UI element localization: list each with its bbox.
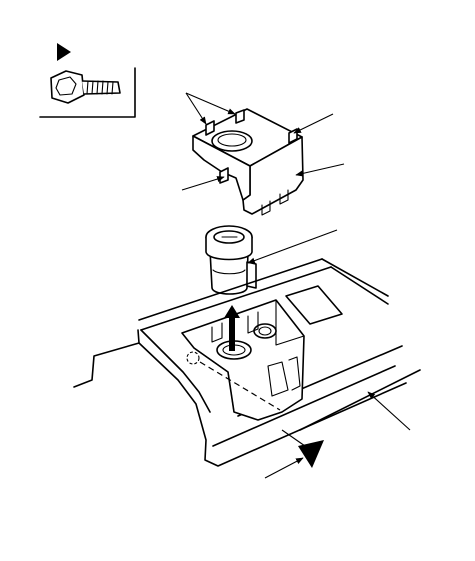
mounting-base: [73, 258, 421, 467]
arrow-right-icon: [57, 43, 71, 61]
leader-lines: [181, 92, 411, 479]
arrow-pointer-icon: [298, 440, 324, 468]
lock-bracket: [192, 108, 304, 216]
callout-frame: [39, 67, 136, 118]
arrow-up-icon: [224, 305, 240, 351]
flange-bolt-icon: [50, 70, 121, 104]
hole-hidden: [186, 351, 200, 365]
bolt-callout: [39, 43, 136, 118]
lock-cylinder: [205, 225, 257, 295]
guide-line: [281, 429, 306, 447]
